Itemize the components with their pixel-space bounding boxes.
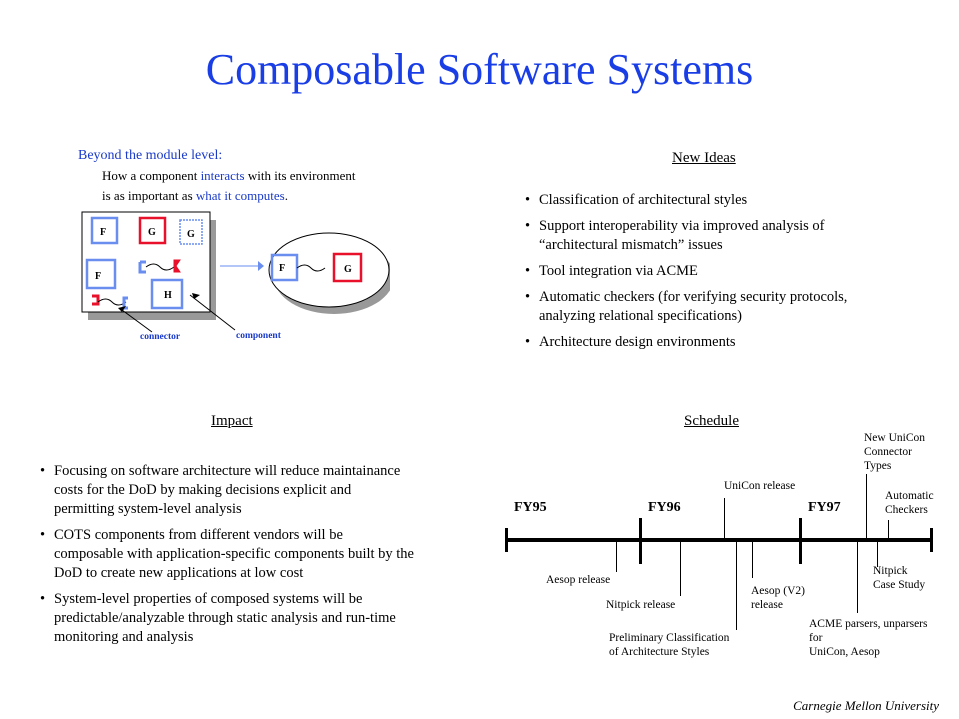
- connector-end: [173, 259, 181, 273]
- event-label: Nitpick release: [606, 599, 676, 611]
- list-item: Classification of architectural styles: [525, 191, 895, 210]
- list-item: COTS components from different vendors w…: [40, 526, 415, 583]
- footer-university: Carnegie Mellon University: [793, 698, 939, 713]
- connector: [145, 263, 175, 271]
- event-marker: [752, 540, 753, 578]
- new-ideas-heading: New Ideas: [672, 150, 736, 166]
- tick-fy97: [799, 518, 802, 564]
- event-label: Automatic Checkers: [885, 490, 934, 516]
- connector: [97, 298, 127, 306]
- event-marker: [616, 540, 617, 572]
- event-label: UniCon release: [724, 480, 796, 492]
- text: interacts: [200, 168, 245, 183]
- tick-fy96: [639, 518, 642, 564]
- text: what it computes: [195, 188, 285, 203]
- list-item: System-level properties of composed syst…: [40, 590, 415, 647]
- intro-heading: Beyond the module level:: [78, 148, 223, 163]
- component-g: [138, 216, 167, 245]
- tick-start: [505, 528, 508, 552]
- connector-end: [122, 296, 128, 310]
- timeline-axis: [506, 538, 932, 542]
- year-label: FY95: [514, 500, 547, 515]
- component-h: [150, 278, 184, 310]
- event-label: ACME parsers, unparsers for UniCon, Aeso…: [809, 618, 928, 658]
- text: How a component: [102, 168, 201, 183]
- event-label: New UniCon Connector Types: [864, 432, 926, 472]
- connector: [296, 264, 326, 272]
- year-label: FY96: [648, 500, 681, 515]
- impact-list: Focusing on software architecture will r…: [40, 462, 415, 654]
- event-label: Aesop (V2) release: [751, 585, 805, 611]
- intro-line-1: How a component interacts with its envir…: [102, 166, 355, 186]
- label: F: [100, 227, 106, 238]
- composed-system: [268, 232, 390, 308]
- connector-end: [138, 260, 146, 274]
- event-marker: [724, 498, 725, 540]
- event-marker: [866, 474, 867, 538]
- label: H: [164, 290, 172, 301]
- list-item: Tool integration via ACME: [525, 262, 895, 281]
- composition-diagram: F G G F H F G connector component: [81, 211, 390, 342]
- list-item: Automatic checkers (for verifying securi…: [525, 288, 895, 326]
- list-item: Support interoperability via improved an…: [525, 217, 895, 255]
- event-label: Nitpick Case Study: [873, 565, 926, 591]
- tick-end: [930, 528, 933, 552]
- pointer-lines: [121, 294, 236, 333]
- event-label: Preliminary Classification of Architectu…: [609, 632, 730, 658]
- label: G: [344, 264, 352, 275]
- event-label: Aesop release: [546, 574, 611, 586]
- event-marker: [857, 540, 858, 613]
- impact-heading: Impact: [211, 413, 253, 429]
- new-ideas-list: Classification of architectural styles S…: [525, 191, 895, 359]
- connector-end: [92, 294, 100, 306]
- text: .: [284, 188, 288, 203]
- intro-line-2: is as important as what it computes.: [102, 186, 288, 206]
- component-g-outline: [179, 219, 203, 245]
- connector-label: connector: [140, 332, 181, 342]
- event-marker: [680, 540, 681, 596]
- schedule-heading: Schedule: [684, 413, 739, 429]
- component-g-composed: [332, 252, 363, 283]
- component-f: [90, 216, 119, 245]
- year-label: FY97: [808, 500, 841, 515]
- list-item: Architecture design environments: [525, 333, 895, 352]
- label: G: [148, 227, 156, 238]
- arrow-head: [258, 261, 264, 271]
- event-marker: [888, 520, 889, 538]
- slide-title: Composable Software Systems: [205, 45, 754, 94]
- label: F: [95, 271, 101, 282]
- event-marker: [736, 540, 737, 630]
- label: F: [279, 263, 285, 274]
- event-marker: [877, 540, 878, 567]
- component-label: component: [236, 331, 282, 341]
- list-item: Focusing on software architecture will r…: [40, 462, 415, 519]
- component-f-2: [85, 258, 117, 290]
- text: with its environment: [244, 168, 356, 183]
- text: is as important as: [102, 188, 196, 203]
- label: G: [187, 229, 195, 240]
